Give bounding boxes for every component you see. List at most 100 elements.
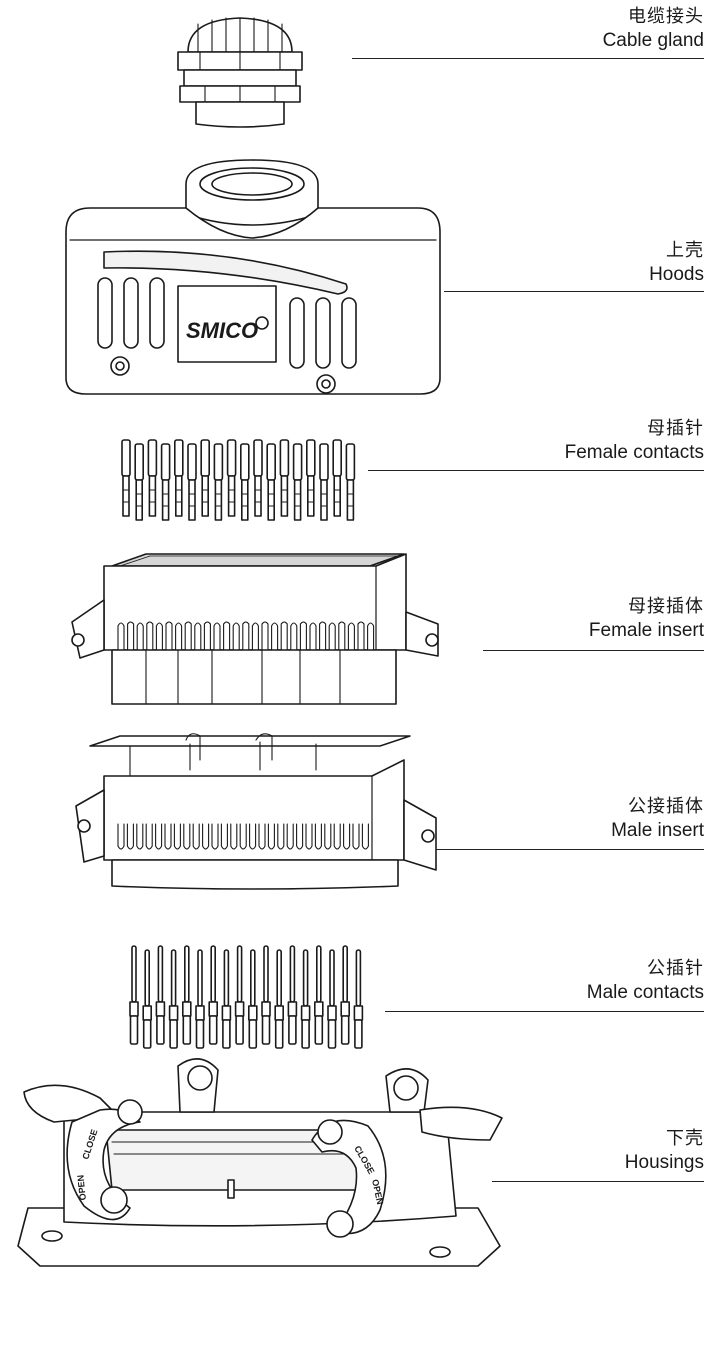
male-contacts-leader-line	[385, 1011, 704, 1012]
male-contact-pin	[221, 949, 232, 1049]
female-contact-pin	[121, 439, 131, 517]
male-insert-tooth	[277, 823, 285, 850]
male-contact-pin	[287, 945, 298, 1045]
female-contact-pin	[200, 439, 210, 517]
male-contact-pin	[340, 945, 351, 1045]
female-contact-pin	[226, 439, 237, 517]
label-male-insert-en: Male insert	[611, 819, 704, 841]
label-cable-gland: 电缆接头 Cable gland	[603, 6, 704, 52]
female-contact-pin	[292, 443, 303, 521]
male-contact-pin	[261, 945, 271, 1045]
female-insert-tooth	[280, 621, 288, 651]
female-insert-tooth	[194, 622, 202, 651]
female-insert-tooth	[338, 621, 346, 651]
label-female-contacts: 母插针 Female contacts	[565, 418, 704, 464]
hoods-leader-line	[444, 291, 704, 292]
female-insert-tooth	[232, 622, 240, 651]
female-contact-pin	[134, 443, 144, 521]
male-contact-pin	[234, 945, 245, 1045]
male-insert-tooth	[333, 823, 341, 850]
female-insert-tooth	[213, 622, 221, 651]
female-contact-pin	[240, 443, 250, 521]
label-housings: 下壳 Housings	[625, 1128, 704, 1174]
female-insert-tooth	[242, 621, 250, 651]
female-insert-tooth	[251, 622, 259, 651]
male-contact-pin	[182, 945, 192, 1045]
female-contact-pin	[253, 439, 263, 517]
label-female-insert-en: Female insert	[588, 619, 704, 641]
label-male-contacts-en: Male contacts	[586, 981, 704, 1003]
male-insert-tooth	[126, 823, 134, 850]
female-insert-tooth	[261, 621, 269, 651]
female-contact-pin	[213, 443, 224, 521]
male-insert-tooth	[211, 823, 219, 850]
male-contact-pin	[155, 945, 166, 1045]
female-insert-tooth	[223, 621, 231, 651]
female-insert-tooth	[117, 622, 125, 651]
male-insert-tooth	[361, 823, 369, 850]
male-contact-pin	[300, 949, 311, 1049]
registered-mark-icon	[255, 316, 269, 330]
label-hoods-zh: 上壳	[666, 240, 704, 261]
female-insert-leader-line	[483, 650, 704, 651]
male-insert-tooth	[267, 823, 275, 850]
left-lever-open-text: OPEN	[75, 1174, 88, 1200]
female-insert-tooth	[367, 622, 375, 651]
female-contact-pin	[147, 439, 158, 517]
male-insert-tooth	[136, 823, 144, 850]
female-insert-tooth	[271, 622, 279, 651]
female-contact-pin	[345, 443, 356, 521]
female-contact-pin	[160, 443, 171, 521]
label-female-insert: 母接插体 Female insert	[589, 596, 704, 642]
male-insert-tooth	[155, 823, 163, 850]
male-insert-tooth	[145, 823, 153, 850]
male-contact-pin	[208, 945, 218, 1045]
male-contact-pin	[142, 949, 152, 1049]
male-contact-pin	[274, 949, 285, 1049]
female-insert-illustration	[71, 553, 439, 705]
male-contact-pin	[248, 949, 258, 1049]
label-male-insert-zh: 公接插体	[628, 796, 704, 817]
female-insert-tooth	[175, 622, 183, 651]
label-housings-zh: 下壳	[666, 1128, 704, 1149]
male-insert-tooth	[314, 823, 322, 850]
male-insert-tooth	[343, 823, 351, 850]
female-contact-pin	[279, 439, 290, 517]
male-insert-tooth	[117, 823, 125, 850]
female-insert-tooth	[184, 621, 192, 651]
label-male-insert: 公接插体 Male insert	[611, 796, 704, 842]
male-contact-pin	[168, 949, 179, 1049]
cable-gland-illustration	[177, 17, 303, 128]
label-female-insert-zh: 母接插体	[628, 596, 704, 617]
female-contacts-leader-line	[368, 470, 704, 471]
female-insert-tooth	[203, 621, 211, 651]
female-contact-pin	[332, 439, 343, 517]
female-contact-pin	[174, 439, 184, 517]
male-insert-tooth	[164, 823, 172, 850]
label-cable-gland-en: Cable gland	[602, 29, 704, 51]
housing-illustration: CLOSE OPEN CLOSE OPEN	[17, 1058, 503, 1267]
label-female-contacts-zh: 母插针	[647, 418, 704, 439]
male-insert-illustration	[75, 733, 437, 890]
male-insert-tooth	[202, 823, 210, 850]
housings-leader-line	[492, 1181, 704, 1182]
male-insert-leader-line	[436, 849, 704, 850]
male-insert-tooth	[258, 823, 266, 850]
cable-gland-leader-line	[352, 58, 704, 59]
female-insert-tooth	[155, 622, 163, 651]
label-male-contacts-zh: 公插针	[647, 958, 704, 979]
hood-screw-icon	[110, 356, 130, 376]
female-insert-tooth	[299, 621, 307, 651]
male-contact-pin	[129, 945, 139, 1045]
male-contact-pin	[313, 945, 324, 1045]
male-insert-tooth	[220, 823, 228, 850]
female-insert-tooth	[309, 622, 317, 651]
female-contact-pin	[266, 443, 277, 521]
male-contact-pin	[195, 949, 205, 1049]
label-cable-gland-zh: 电缆接头	[628, 6, 704, 27]
male-insert-tooth	[352, 823, 360, 850]
male-contact-pin	[327, 949, 337, 1049]
male-insert-tooth	[286, 823, 294, 850]
male-insert-tooth	[183, 823, 191, 850]
